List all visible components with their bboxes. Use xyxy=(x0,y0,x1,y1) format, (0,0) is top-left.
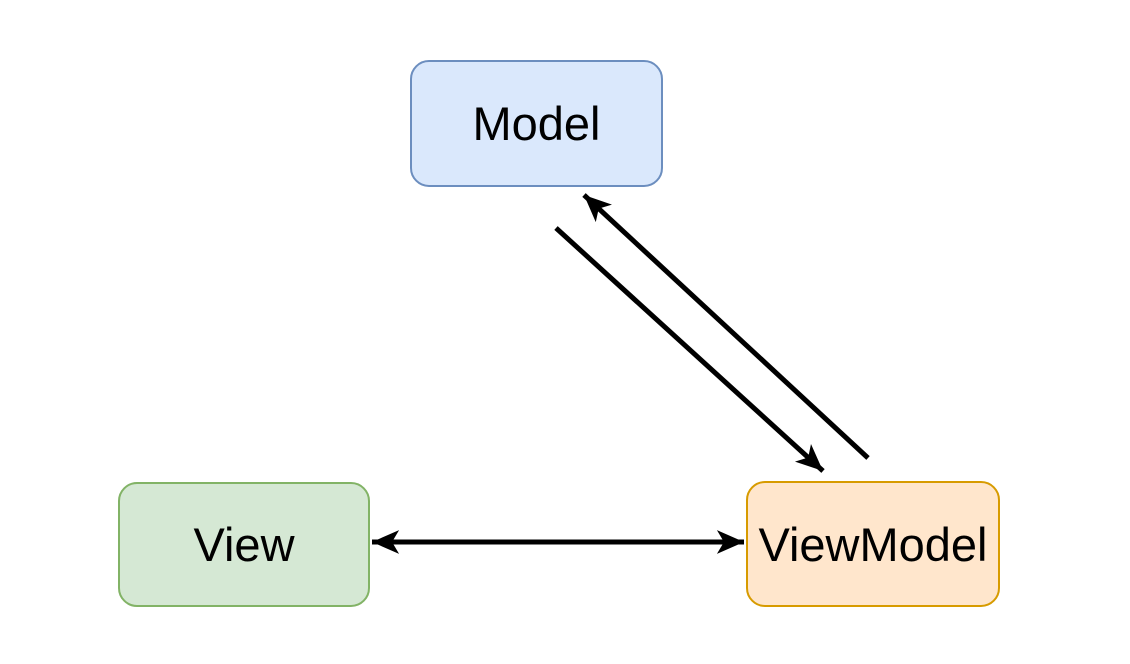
node-model: Model xyxy=(410,60,663,187)
node-view-label: View xyxy=(193,518,295,571)
node-model-label: Model xyxy=(472,97,601,150)
node-viewmodel: ViewModel xyxy=(746,481,1000,607)
edge-viewmodel-to-model xyxy=(582,193,870,460)
node-view: View xyxy=(118,482,370,607)
node-viewmodel-label: ViewModel xyxy=(758,517,988,571)
edge-model-to-viewmodel xyxy=(554,226,825,473)
